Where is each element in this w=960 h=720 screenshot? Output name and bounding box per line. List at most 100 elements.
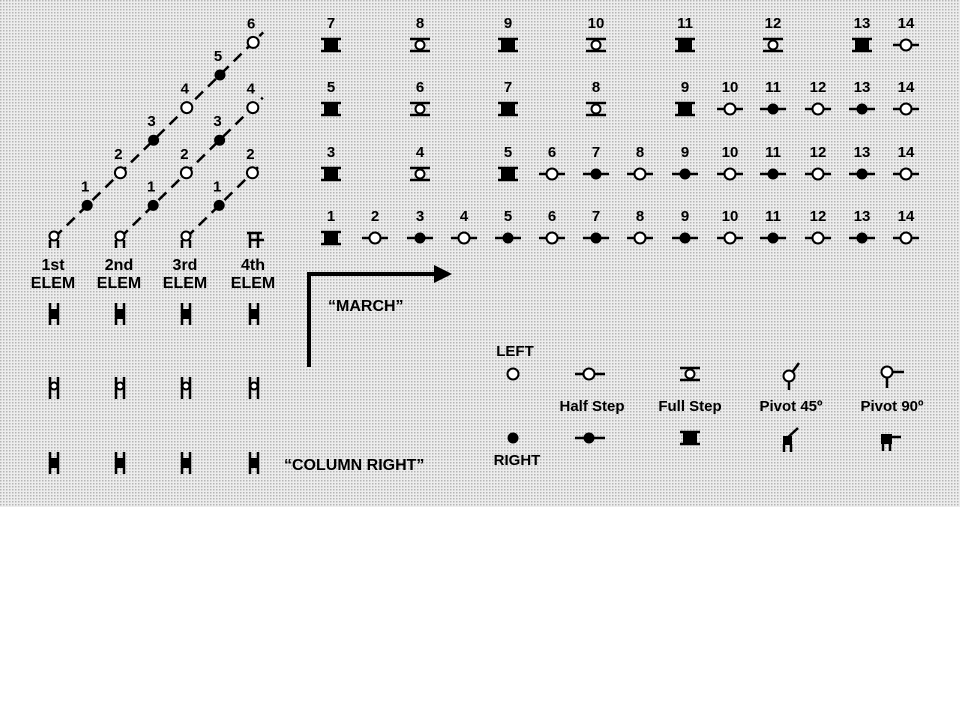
stance-open-icon	[48, 377, 60, 399]
step-number: 10	[722, 79, 739, 96]
step-number: 14	[898, 208, 915, 225]
column-right-command: “COLUMN RIGHT”	[284, 457, 424, 474]
step-number: 4	[416, 144, 425, 161]
step-number: 10	[722, 208, 739, 225]
full-step-left-icon	[410, 101, 430, 117]
step-number: 6	[548, 144, 556, 161]
step-number: 9	[681, 144, 689, 161]
half-step-left-icon	[539, 167, 565, 181]
element-stances	[48, 303, 260, 474]
step-number: 12	[810, 208, 827, 225]
full-step-left-icon	[763, 37, 783, 53]
full-step-right-icon	[675, 101, 695, 117]
step-number: 4	[181, 81, 190, 98]
full-step-left-icon	[680, 366, 700, 382]
march-arrow	[307, 265, 452, 367]
element-label-line2: ELEM	[31, 275, 75, 292]
step-number: 5	[504, 144, 512, 161]
legend-pivot-45-right-icon	[782, 427, 799, 452]
half-step-right-icon	[849, 103, 875, 115]
element-start-icon	[114, 230, 126, 248]
step-number: 13	[854, 15, 871, 32]
left-foot-icon	[180, 101, 194, 115]
right-foot-icon	[214, 69, 226, 81]
step-number: 8	[636, 144, 644, 161]
stance-closed-icon	[180, 452, 192, 474]
stance-closed-icon	[180, 303, 192, 325]
half-step-right-icon	[760, 168, 786, 180]
legend-pivot-90-right-icon	[881, 434, 901, 451]
step-number: 1	[213, 178, 221, 195]
half-step-right-icon	[672, 232, 698, 244]
half-step-left-icon	[893, 167, 919, 181]
element-label-line1: 3rd	[173, 257, 198, 274]
full-step-right-icon	[321, 166, 341, 182]
half-step-left-icon	[362, 231, 388, 245]
step-number: 12	[810, 79, 827, 96]
stance-open-icon	[114, 377, 126, 399]
half-step-right-icon	[583, 232, 609, 244]
stance-closed-icon	[248, 303, 260, 325]
step-number: 5	[327, 79, 335, 96]
half-step-left-icon	[893, 231, 919, 245]
legend-full-step-left-icon	[680, 366, 700, 382]
step-number: 11	[765, 208, 781, 225]
step-number: 1	[327, 208, 335, 225]
element-start-icon	[180, 230, 192, 248]
left-foot-icon	[246, 35, 260, 49]
half-step-left-icon	[717, 231, 743, 245]
step-number: 2	[371, 208, 379, 225]
half-step-right-icon	[849, 168, 875, 180]
element-start-icon	[247, 231, 264, 248]
stance-closed-icon	[114, 452, 126, 474]
half-step-right-icon	[407, 232, 433, 244]
right-foot-icon	[147, 199, 159, 211]
full-step-right-icon	[321, 101, 341, 117]
step-number: 3	[213, 113, 221, 130]
right-foot-icon	[214, 134, 226, 146]
half-step-right-icon	[583, 168, 609, 180]
step-number: 3	[327, 144, 335, 161]
stance-closed-icon	[48, 303, 60, 325]
step-number: 9	[504, 15, 512, 32]
step-number: 5	[504, 208, 512, 225]
step-number: 3	[147, 113, 155, 130]
legend-right-label: RIGHT	[494, 452, 541, 469]
step-number: 8	[416, 15, 424, 32]
step-number: 7	[592, 208, 600, 225]
legend-pivot-90-left-icon	[880, 365, 904, 388]
half-step-right-icon	[760, 103, 786, 115]
full-step-right-icon	[321, 230, 341, 246]
diagram-background	[0, 0, 960, 507]
element-label-line2: ELEM	[97, 275, 141, 292]
half-step-left-icon	[893, 38, 919, 52]
half-step-left-icon	[627, 231, 653, 245]
step-number: 14	[898, 144, 915, 161]
step-number: 3	[416, 208, 424, 225]
step-number: 6	[548, 208, 556, 225]
step-number: 4	[247, 81, 256, 98]
legend-right-foot-icon	[507, 432, 519, 444]
full-step-right-icon	[852, 37, 872, 53]
legend-half-step-right-icon	[575, 432, 605, 444]
half-step-right-icon	[849, 232, 875, 244]
step-number: 10	[722, 144, 739, 161]
left-foot-icon	[245, 166, 259, 180]
step-number: 6	[247, 15, 255, 32]
legend-left-foot-icon	[506, 367, 520, 381]
full-step-right-icon	[498, 166, 518, 182]
step-number: 1	[81, 178, 89, 195]
full-step-right-icon	[498, 37, 518, 53]
